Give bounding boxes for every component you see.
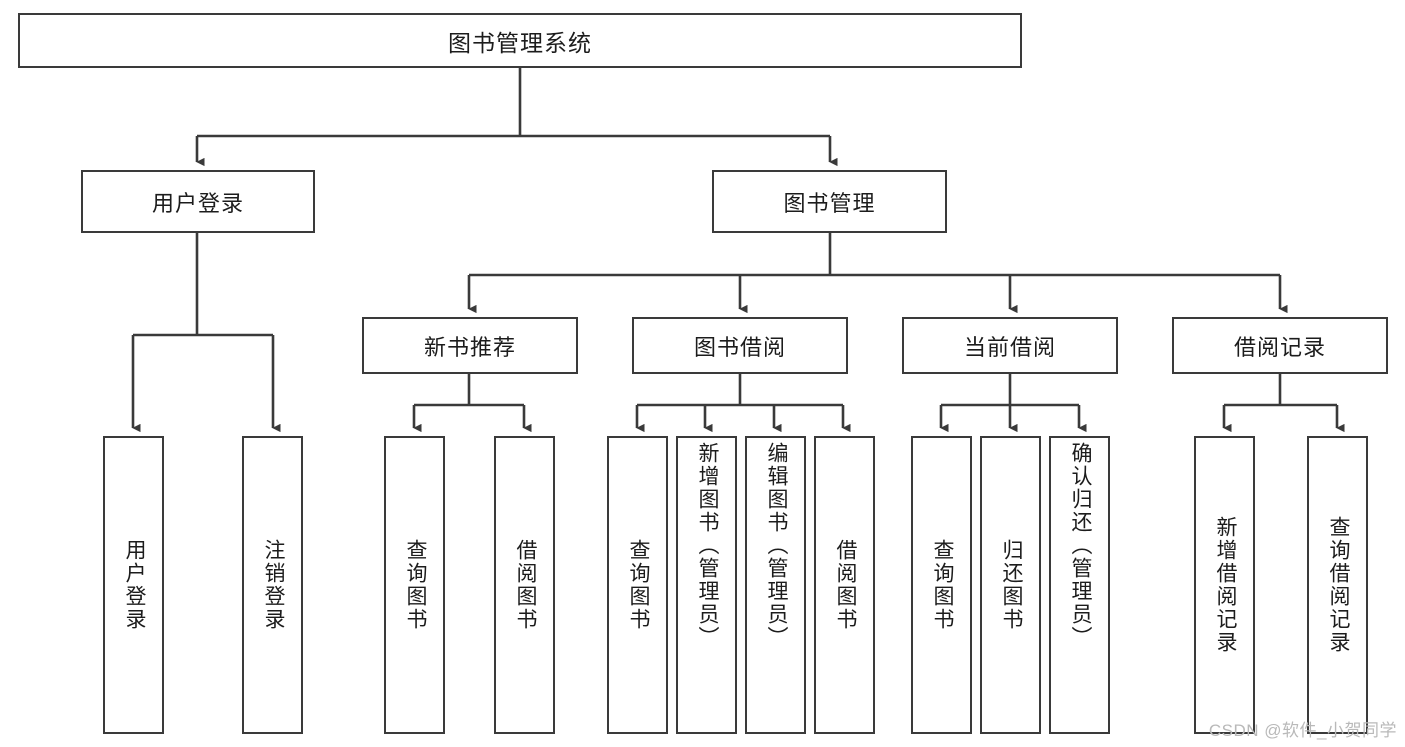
node-label: 借阅图书: [513, 539, 537, 631]
leaf-query-book-borrow[interactable]: 查询图书: [607, 436, 668, 734]
watermark-text: CSDN @软件_小贺同学: [1208, 721, 1397, 740]
leaf-borrow-book-recommend[interactable]: 借阅图书: [494, 436, 555, 734]
node-label: 归还图书: [999, 539, 1023, 631]
leaf-user-login[interactable]: 用户登录: [103, 436, 164, 734]
leaf-query-book-current[interactable]: 查询图书: [911, 436, 972, 734]
node-book-management[interactable]: 图书管理: [712, 170, 947, 233]
leaf-return-book[interactable]: 归还图书: [980, 436, 1041, 734]
node-label: 新增图书（管理员）: [695, 442, 719, 649]
leaf-logout[interactable]: 注销登录: [242, 436, 303, 734]
node-label: 图书管理: [783, 190, 876, 216]
node-book-management-system[interactable]: 图书管理系统: [18, 13, 1022, 68]
node-label: 新书推荐: [423, 334, 516, 360]
leaf-add-borrow-record[interactable]: 新增借阅记录: [1194, 436, 1255, 734]
node-book-borrow[interactable]: 图书借阅: [632, 317, 848, 374]
node-label: 确认归还（管理员）: [1068, 442, 1092, 649]
node-label: 注销登录: [261, 539, 285, 631]
node-label: 用户登录: [122, 539, 146, 631]
node-new-book-recommend[interactable]: 新书推荐: [362, 317, 578, 374]
leaf-confirm-return-admin[interactable]: 确认归还（管理员）: [1049, 436, 1110, 734]
leaf-borrow-book[interactable]: 借阅图书: [814, 436, 875, 734]
leaf-add-book-admin[interactable]: 新增图书（管理员）: [676, 436, 737, 734]
node-label: 图书管理系统: [448, 29, 592, 56]
node-current-borrow[interactable]: 当前借阅: [902, 317, 1118, 374]
node-label: 查询图书: [403, 539, 427, 631]
leaf-query-borrow-record[interactable]: 查询借阅记录: [1307, 436, 1368, 734]
node-label: 查询图书: [930, 539, 954, 631]
node-label: 用户登录: [151, 190, 244, 216]
node-user-login[interactable]: 用户登录: [81, 170, 315, 233]
node-borrow-record[interactable]: 借阅记录: [1172, 317, 1388, 374]
node-label: 借阅图书: [833, 539, 857, 631]
node-label: 编辑图书（管理员）: [764, 442, 788, 649]
node-label: 借阅记录: [1233, 334, 1326, 360]
node-label: 当前借阅: [963, 334, 1056, 360]
node-label: 图书借阅: [693, 334, 786, 360]
node-label: 新增借阅记录: [1213, 516, 1237, 654]
node-label: 查询借阅记录: [1326, 516, 1350, 654]
node-label: 查询图书: [626, 539, 650, 631]
leaf-edit-book-admin[interactable]: 编辑图书（管理员）: [745, 436, 806, 734]
leaf-query-book-recommend[interactable]: 查询图书: [384, 436, 445, 734]
